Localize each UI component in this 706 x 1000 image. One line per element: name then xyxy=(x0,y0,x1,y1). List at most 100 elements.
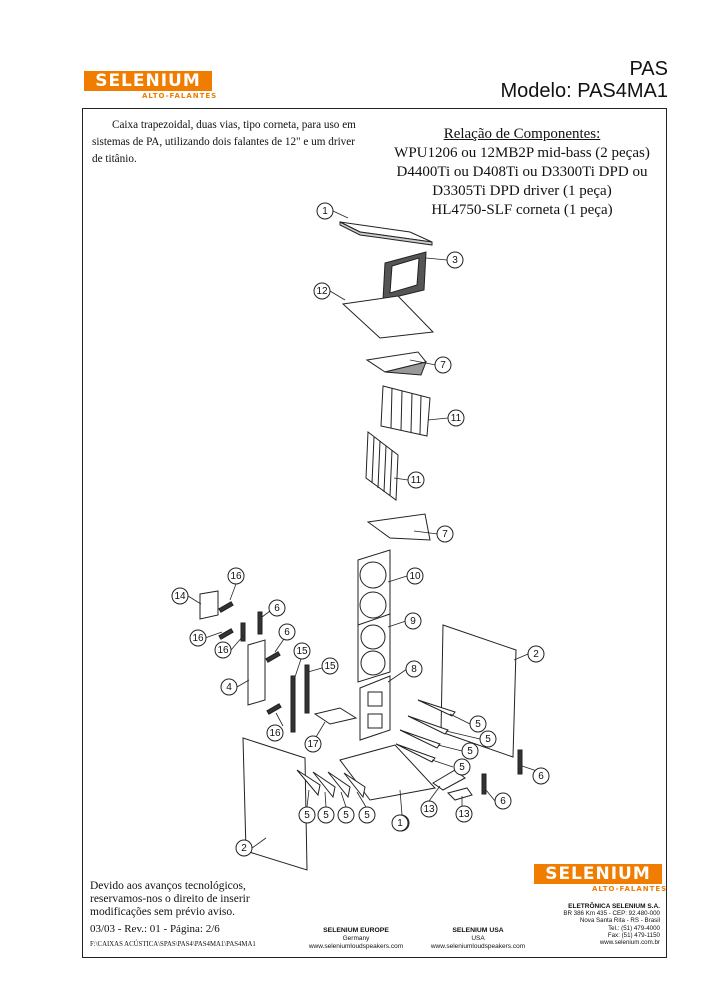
callout-label: 16 xyxy=(230,571,242,582)
callout-5: 5 xyxy=(461,742,479,760)
components-list: Relação de Componentes: WPU1206 ou 12MB2… xyxy=(362,125,682,220)
callout-1: 1 xyxy=(316,202,334,220)
callout-5: 5 xyxy=(317,806,335,824)
callout-label: 10 xyxy=(409,571,421,582)
top-logo: SELENIUM xyxy=(84,71,212,91)
callout-16: 16 xyxy=(227,567,245,585)
europe-name: SELENIUM EUROPE xyxy=(323,927,389,934)
selenium-usa: SELENIUM USA USA www.seleniumloudspeaker… xyxy=(418,927,538,951)
part-panel-12 xyxy=(341,295,435,339)
header-model: Modelo: PAS4MA1 xyxy=(500,80,669,102)
description: Caixa trapezoidal, duas vias, tipo corne… xyxy=(92,119,356,165)
callout-9: 9 xyxy=(404,612,422,630)
callout-label: 1 xyxy=(397,818,403,829)
callout-label: 11 xyxy=(451,413,462,424)
revision: 03/03 - Rev.: 01 - Página: 2/6 xyxy=(90,923,220,935)
callout-label: 8 xyxy=(411,664,417,675)
company-fax: Fax: (51) 479-1150 xyxy=(607,931,660,939)
callout-8: 8 xyxy=(405,660,423,678)
part-17 xyxy=(313,707,358,725)
callout-5: 5 xyxy=(358,806,376,824)
header-line1: PAS xyxy=(629,58,668,80)
callout-12: 12 xyxy=(313,282,331,300)
part-13b xyxy=(447,787,473,801)
callout-6: 6 xyxy=(268,599,286,617)
callout-label: 14 xyxy=(174,591,186,602)
callout-17: 17 xyxy=(304,735,322,753)
europe-web: www.seleniumloudspeakers.com xyxy=(308,943,404,950)
callout-14: 14 xyxy=(171,587,189,605)
callout-label: 5 xyxy=(475,719,481,730)
callout-5: 5 xyxy=(298,806,316,824)
component-item: WPU1206 ou 12MB2P mid-bass (2 peças) xyxy=(394,145,650,161)
usa-country: USA xyxy=(471,935,485,942)
callout-label: 1 xyxy=(322,206,328,217)
company-city: Nova Santa Rita - RS - Brasil xyxy=(579,917,660,925)
callout-7: 7 xyxy=(434,356,452,374)
company-address: ELETRÔNICA SELENIUM S.A. BR 386 Km 435 -… xyxy=(530,903,660,946)
callout-label: 6 xyxy=(284,627,290,638)
callout-15: 15 xyxy=(293,642,311,660)
callout-label: 9 xyxy=(410,616,416,627)
callout-label: 7 xyxy=(440,360,446,371)
selenium-europe: SELENIUM EUROPE Germany www.seleniumloud… xyxy=(296,927,416,951)
callout-6: 6 xyxy=(278,623,296,641)
callout-5: 5 xyxy=(469,715,487,733)
notice-line: modificações sem prévio aviso. xyxy=(90,906,235,918)
callout-label: 6 xyxy=(538,771,544,782)
part-side-panel-right xyxy=(440,624,517,758)
components-title: Relação de Componentes: xyxy=(443,126,601,142)
callout-5: 5 xyxy=(337,806,355,824)
callout-label: 5 xyxy=(459,762,465,773)
file-path: F:\CAIXAS ACÚSTICA\SPAS\PAS4\PAS4MA1\PAS… xyxy=(90,941,256,948)
part-curved-panel-1 xyxy=(380,385,431,437)
callout-1: 1 xyxy=(391,814,409,832)
callout-label: 15 xyxy=(296,646,308,657)
usa-web: www.seleniumloudspeakers.com xyxy=(430,943,526,950)
callout-4: 4 xyxy=(220,678,238,696)
callout-label: 7 xyxy=(442,529,448,540)
callout-label: 11 xyxy=(411,475,422,486)
callout-16: 16 xyxy=(189,629,207,647)
part-14 xyxy=(199,590,219,620)
part-wedge-5 xyxy=(417,699,456,717)
callout-label: 5 xyxy=(467,746,473,757)
company-street: BR 386 Km 435 - CEP: 92.480-000 xyxy=(563,910,660,918)
part-13a xyxy=(432,769,466,791)
callout-16: 16 xyxy=(266,724,284,742)
callout-label: 5 xyxy=(323,810,329,821)
callout-7: 7 xyxy=(436,525,454,543)
callout-2: 2 xyxy=(527,645,545,663)
footer-notice: Devido aos avanços tecnológicos, reserva… xyxy=(90,880,250,919)
callout-5: 5 xyxy=(479,730,497,748)
callout-6: 6 xyxy=(532,767,550,785)
callout-label: 13 xyxy=(458,809,470,820)
callout-label: 13 xyxy=(423,804,435,815)
component-item: HL4750-SLF corneta (1 peça) xyxy=(431,202,613,218)
bottom-logo-subtitle: ALTO-FALANTES xyxy=(592,885,668,893)
callout-label: 15 xyxy=(324,661,336,672)
callout-label: 5 xyxy=(343,810,349,821)
usa-name: SELENIUM USA xyxy=(452,927,504,934)
europe-country: Germany xyxy=(342,935,370,942)
callout-11: 11 xyxy=(407,471,425,489)
top-logo-subtitle: ALTO-FALANTES xyxy=(142,92,218,100)
part-panel-8 xyxy=(359,675,391,741)
callout-label: 5 xyxy=(364,810,370,821)
callout-13: 13 xyxy=(455,805,473,823)
callout-label: 5 xyxy=(485,734,491,745)
company-tel: Tel.: (51) 479-4000 xyxy=(608,924,660,932)
callout-label: 6 xyxy=(500,796,506,807)
bottom-logo: SELENIUM xyxy=(534,864,662,884)
callout-label: 12 xyxy=(316,286,328,297)
callout-16: 16 xyxy=(214,641,232,659)
notice-line: Devido aos avanços tecnológicos, xyxy=(90,880,246,892)
callout-label: 6 xyxy=(274,603,280,614)
part-4 xyxy=(247,639,266,706)
callout-11: 11 xyxy=(447,409,465,427)
part-side-panel-left xyxy=(242,737,308,871)
callout-6: 6 xyxy=(494,792,512,810)
notice-line: reservamos-nos o direito de inserir xyxy=(90,893,250,905)
callout-15: 15 xyxy=(321,657,339,675)
